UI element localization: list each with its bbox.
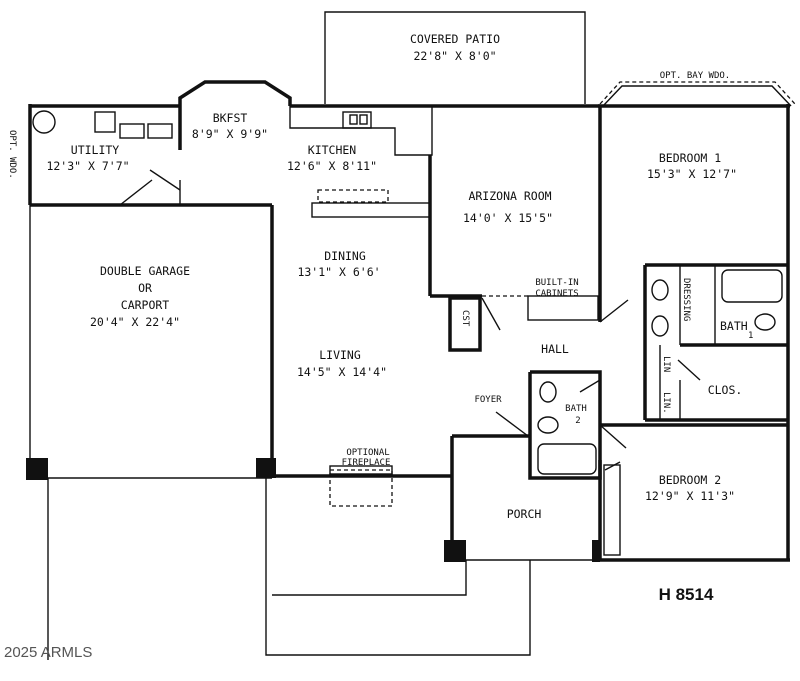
garage-post-left (26, 458, 48, 480)
exterior-walls (28, 80, 790, 562)
bath1-name: BATH (720, 319, 748, 333)
porch-label: PORCH (507, 507, 542, 521)
lin2-label: LIN. (661, 392, 671, 414)
dining-dims: 13'1" X 6'6' (297, 265, 380, 279)
driveway-outline (47, 478, 531, 660)
lin1-label: LIN (661, 356, 671, 372)
hall-label: HALL (541, 342, 569, 356)
room-labels: COVERED PATIO 22'8" X 8'0" OPT. BAY WDO.… (4, 32, 753, 661)
bedroom1-dims: 15'3" X 12'7" (647, 167, 737, 181)
foyer-label: FOYER (474, 395, 502, 405)
bkfst-dims: 8'9" X 9'9" (192, 127, 268, 141)
bay-label: OPT. BAY WDO. (660, 71, 730, 81)
clos-label: CLOS. (708, 383, 743, 397)
garage-dims: 20'4" X 22'4" (90, 315, 180, 329)
bedroom2-name: BEDROOM 2 (659, 473, 721, 487)
interior-walls (119, 106, 788, 561)
arizona-dims: 14'0' X 15'5" (463, 211, 553, 225)
kitchen-name: KITCHEN (308, 143, 357, 157)
garage-line1: DOUBLE GARAGE (100, 264, 190, 278)
kitchen-dims: 12'6" X 8'11" (287, 159, 377, 173)
patio-dims: 22'8" X 8'0" (413, 49, 496, 63)
garage-line2: OR (138, 281, 152, 295)
cst-label: CST (460, 310, 470, 327)
living-dims: 14'5" X 14'4" (297, 365, 387, 379)
bath2-num: 2 (575, 416, 580, 426)
bath2-name: BATH (565, 404, 587, 414)
builtin-line1: BUILT-IN (535, 278, 578, 288)
opt-wdo-label: OPT. WDO. (7, 130, 17, 179)
utility-dims: 12'3" X 7'7" (46, 159, 129, 173)
bath1-num: 1 (748, 331, 753, 341)
dressing-label: DRESSING (681, 278, 691, 321)
builtin-line2: CABINETS (535, 289, 578, 299)
garage-post-right (256, 458, 276, 478)
bedroom2-dims: 12'9" X 11'3" (645, 489, 735, 503)
living-name: LIVING (319, 348, 361, 362)
bay-window-outline (599, 81, 796, 107)
fireplace-line2: FIREPLACE (342, 458, 391, 468)
plan-id: H 8514 (659, 585, 714, 604)
bkfst-name: BKFST (213, 111, 248, 125)
fixtures (32, 110, 783, 475)
fireplace-line1: OPTIONAL (346, 448, 389, 458)
arizona-name: ARIZONA ROOM (468, 189, 551, 203)
porch-post-right (592, 540, 600, 562)
porch-post (444, 540, 466, 562)
garage-line3: CARPORT (121, 298, 170, 312)
covered-patio-outline (324, 11, 586, 104)
dining-name: DINING (324, 249, 366, 263)
watermark: 2025 ARMLS (4, 644, 92, 661)
patio-name: COVERED PATIO (410, 32, 500, 46)
bedroom1-name: BEDROOM 1 (659, 151, 721, 165)
optional-fireplace-shape (329, 465, 393, 507)
utility-name: UTILITY (71, 143, 120, 157)
